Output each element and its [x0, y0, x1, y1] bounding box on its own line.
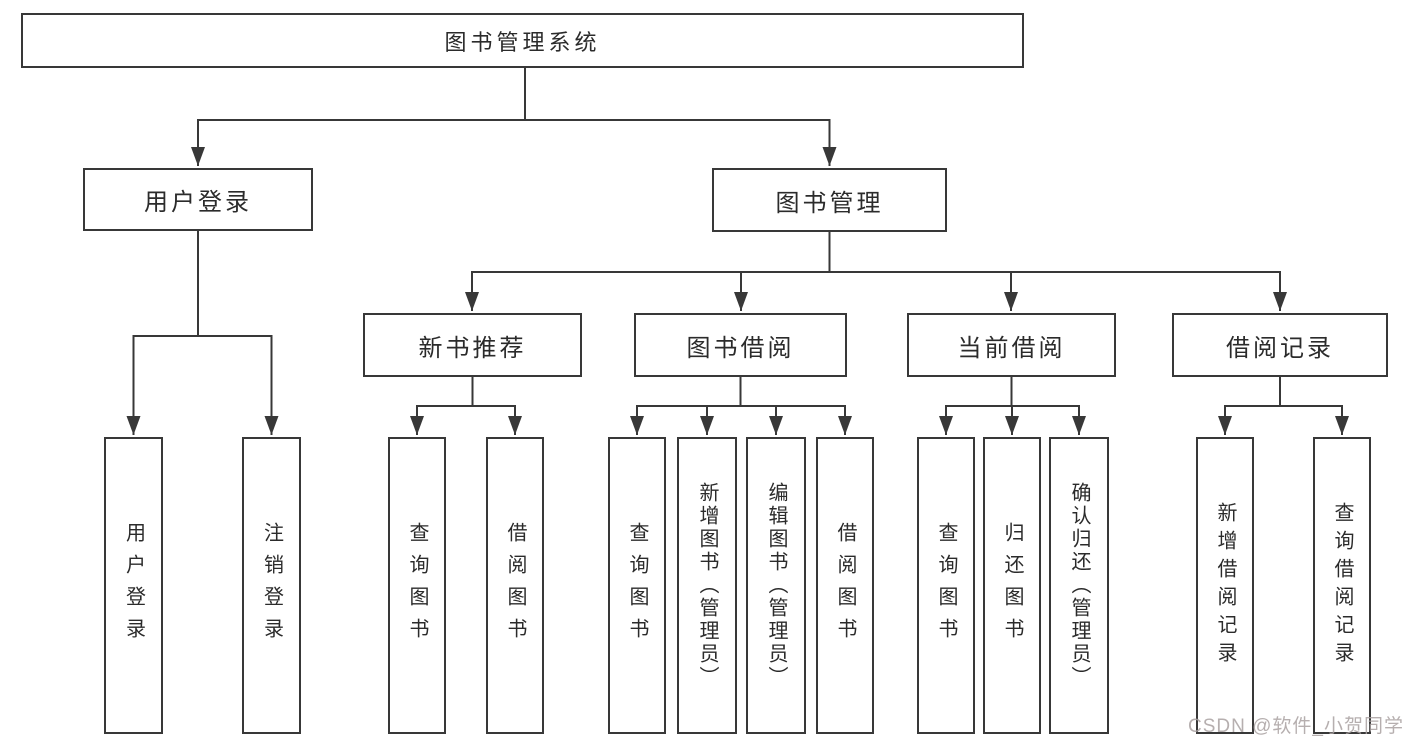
- csdn-watermark: CSDN @软件_小贺同学: [1188, 716, 1404, 737]
- node-current-borrow: 当前借阅: [907, 313, 1116, 377]
- leaf-label: 确认归还（管理员）: [1068, 482, 1090, 689]
- leaf-label: 借阅图书: [834, 521, 856, 650]
- leaf-label: 查询图书: [935, 521, 957, 650]
- leaf-borrow-books-2: 借阅图书: [816, 437, 874, 734]
- node-label: 新书推荐: [418, 334, 527, 362]
- node-root-label: 图书管理系统: [444, 29, 601, 55]
- node-root-system: 图书管理系统: [21, 13, 1024, 68]
- leaf-label: 注销登录: [260, 521, 283, 650]
- leaf-edit-books-admin: 编辑图书（管理员）: [746, 437, 806, 734]
- leaf-borrow-books-1: 借阅图书: [486, 437, 544, 734]
- leaf-add-borrow-record: 新增借阅记录: [1196, 437, 1254, 734]
- node-user-login-module: 用户登录: [83, 168, 313, 231]
- leaf-return-books: 归还图书: [983, 437, 1041, 734]
- leaf-label: 归还图书: [1001, 521, 1023, 650]
- leaf-query-books-2: 查询图书: [608, 437, 666, 734]
- node-borrow-records: 借阅记录: [1172, 313, 1388, 377]
- leaf-add-books-admin: 新增图书（管理员）: [677, 437, 737, 734]
- node-label: 图书管理: [775, 189, 884, 217]
- node-book-borrow: 图书借阅: [634, 313, 847, 377]
- node-label: 借阅记录: [1226, 334, 1334, 362]
- leaf-label: 查询图书: [626, 521, 648, 650]
- node-label: 图书借阅: [686, 334, 795, 362]
- leaf-query-books-1: 查询图书: [388, 437, 446, 734]
- leaf-query-borrow-record: 查询借阅记录: [1313, 437, 1371, 734]
- leaf-label: 查询图书: [406, 521, 428, 650]
- leaf-confirm-return-admin: 确认归还（管理员）: [1049, 437, 1109, 734]
- node-book-management-module: 图书管理: [712, 168, 947, 232]
- node-label: 当前借阅: [957, 334, 1066, 362]
- leaf-label: 新增图书（管理员）: [696, 482, 718, 689]
- leaf-label: 新增借阅记录: [1214, 501, 1236, 670]
- leaf-logout: 注销登录: [242, 437, 301, 734]
- leaf-user-login: 用户登录: [104, 437, 163, 734]
- leaf-label: 用户登录: [122, 521, 145, 650]
- node-new-book-recommend: 新书推荐: [363, 313, 582, 377]
- leaf-label: 编辑图书（管理员）: [765, 482, 787, 689]
- leaf-label: 借阅图书: [504, 521, 526, 650]
- leaf-label: 查询借阅记录: [1331, 501, 1353, 670]
- leaf-query-books-3: 查询图书: [917, 437, 975, 734]
- node-label: 用户登录: [144, 189, 252, 216]
